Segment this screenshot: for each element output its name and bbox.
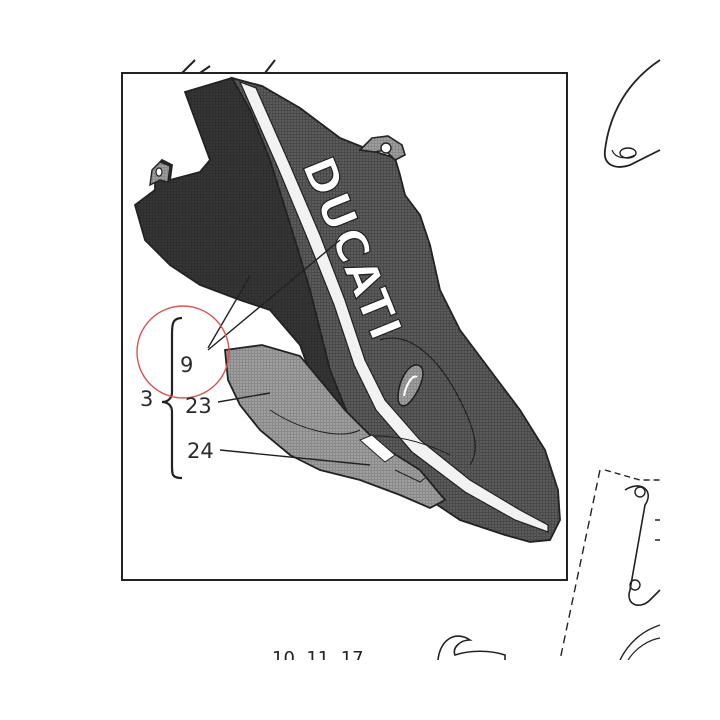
group-bracket [161,316,183,480]
callout-part-9: 9 [180,353,193,377]
adjacent-part-bottom [437,635,506,661]
frame-top-fragment [181,59,276,74]
callout-part-23: 23 [185,394,212,418]
belly-pan-fairing: DUCATI [133,76,561,543]
leader-lines [207,239,371,466]
callout-part-24: 24 [187,439,214,463]
crop-mask [0,660,720,720]
bottom-callout-numbers: 10 11 17 [272,648,364,669]
highlight-circle [136,305,230,399]
lower-side-panel [224,344,447,509]
detail-frame [121,72,568,581]
callout-group-3: 3 [140,387,153,411]
fairing-front-panel [230,76,561,543]
fairing-stripe [238,80,549,533]
adjacent-part-top-right [603,59,661,168]
bottom-callouts-clipped: 10 11 17 [272,648,364,669]
adjacent-part-bottom-right [559,469,661,661]
